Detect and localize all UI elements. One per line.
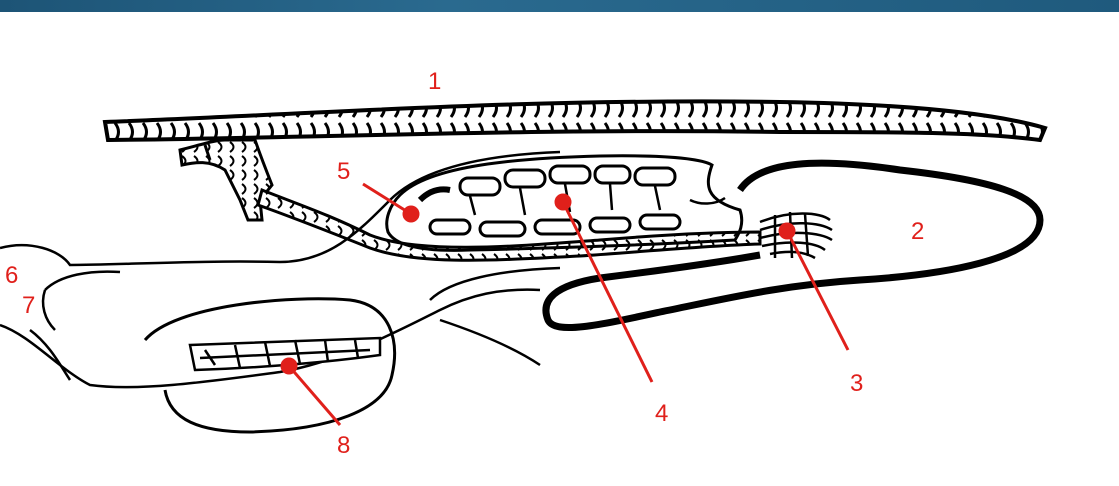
- label-7: 7: [22, 294, 35, 318]
- label-4: 4: [655, 402, 668, 426]
- pointer-8: [289, 366, 340, 425]
- dorsal-band: [105, 101, 1045, 140]
- label-2: 2: [911, 220, 924, 244]
- lower-chamber: [145, 299, 395, 432]
- pointer-3: [787, 231, 848, 350]
- label-5: 5: [337, 160, 350, 184]
- pointer-8-dot: [282, 359, 296, 373]
- label-3: 3: [850, 372, 863, 396]
- label-1: 1: [428, 70, 441, 94]
- pointer-5-dot: [404, 207, 418, 221]
- label-6: 6: [5, 264, 18, 288]
- vertical-stem: [180, 140, 272, 220]
- label-8: 8: [337, 434, 350, 458]
- pointer-3-dot: [780, 224, 794, 238]
- pointer-4-dot: [556, 195, 570, 209]
